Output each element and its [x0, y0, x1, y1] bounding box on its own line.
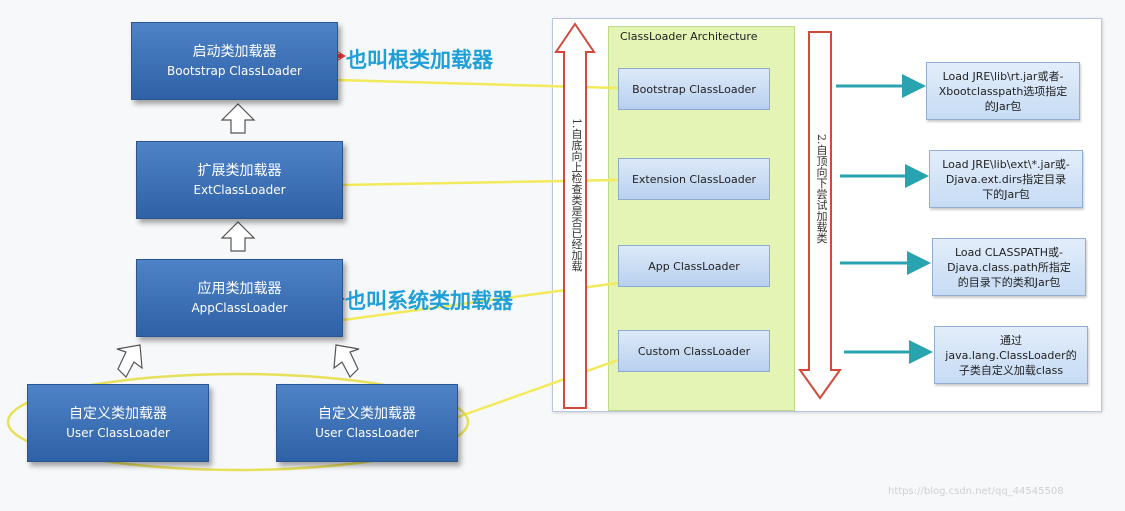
- node-app-cn: 应用类加载器: [197, 281, 282, 297]
- info-custom-line-1: 通过: [999, 333, 1022, 347]
- down-load-arrow: [798, 31, 842, 400]
- connector-custom: [454, 358, 619, 420]
- node-user-2: 自定义类加载器 User ClassLoader: [276, 384, 458, 462]
- hollow-arrow-1: [220, 103, 256, 134]
- up-arrow-text: 1.自底向上检查类是否已经加载: [570, 118, 583, 272]
- loader-custom: Custom ClassLoader: [618, 330, 770, 372]
- user-loaders-ellipse: [6, 372, 470, 472]
- node-bootstrap: 启动类加载器 Bootstrap ClassLoader: [131, 22, 338, 100]
- info-bootstrap-line-2: Xbootclasspath选项指定: [938, 84, 1068, 98]
- hollow-arrow-3: [116, 344, 143, 378]
- node-bootstrap-cn: 启动类加载器: [192, 44, 277, 60]
- loader-bootstrap: Bootstrap ClassLoader: [618, 68, 770, 110]
- info-extension: Load JRE\lib\ext\*.jar或- Djava.ext.dirs指…: [929, 150, 1083, 208]
- architecture-title: ClassLoader Architecture: [620, 30, 758, 43]
- info-extension-line-1: Load JRE\lib\ext\*.jar或-: [942, 157, 1070, 171]
- info-bootstrap: Load JRE\lib\rt.jar或者- Xbootclasspath选项指…: [926, 62, 1080, 120]
- node-user-2-en: User ClassLoader: [315, 426, 419, 440]
- info-extension-line-3: 下的Jar包: [982, 187, 1030, 201]
- node-bootstrap-en: Bootstrap ClassLoader: [167, 64, 302, 78]
- down-arrow-text: 2.自顶向下尝试加载类: [815, 134, 828, 244]
- loader-extension: Extension ClassLoader: [618, 158, 770, 200]
- callout-app: 也叫系统类加载器: [345, 289, 513, 313]
- node-extension: 扩展类加载器 ExtClassLoader: [136, 141, 343, 219]
- hollow-arrow-2: [220, 221, 256, 252]
- info-app-line-3: 的目录下的类和Jar包: [957, 275, 1061, 289]
- info-bootstrap-line-1: Load JRE\lib\rt.jar或者-: [942, 69, 1064, 83]
- info-custom: 通过 java.lang.ClassLoader的 子类自定义加载class: [934, 326, 1088, 384]
- node-user-1-cn: 自定义类加载器: [69, 406, 167, 422]
- info-app: Load CLASSPATH或- Djava.class.path所指定 的目录…: [932, 238, 1086, 296]
- node-user-2-cn: 自定义类加载器: [318, 406, 416, 422]
- up-check-arrow: [554, 22, 596, 409]
- info-extension-line-2: Djava.ext.dirs指定目录: [945, 172, 1067, 186]
- info-app-line-2: Djava.class.path所指定: [947, 260, 1071, 274]
- callout-bootstrap: 也叫根类加载器: [346, 48, 493, 72]
- hollow-arrow-4: [333, 344, 360, 378]
- node-app: 应用类加载器 AppClassLoader: [136, 259, 343, 337]
- info-app-line-1: Load CLASSPATH或-: [954, 245, 1063, 259]
- node-user-1: 自定义类加载器 User ClassLoader: [27, 384, 209, 462]
- node-extension-en: ExtClassLoader: [193, 183, 286, 197]
- info-custom-line-2: java.lang.ClassLoader的: [945, 348, 1077, 362]
- info-bootstrap-line-3: 的Jar包: [984, 99, 1022, 113]
- info-custom-line-3: 子类自定义加载class: [958, 363, 1064, 377]
- node-extension-cn: 扩展类加载器: [197, 163, 282, 179]
- node-app-en: AppClassLoader: [191, 301, 288, 315]
- loader-app: App ClassLoader: [618, 245, 770, 287]
- watermark: https://blog.csdn.net/qq_44545508: [888, 486, 1064, 497]
- node-user-1-en: User ClassLoader: [66, 426, 170, 440]
